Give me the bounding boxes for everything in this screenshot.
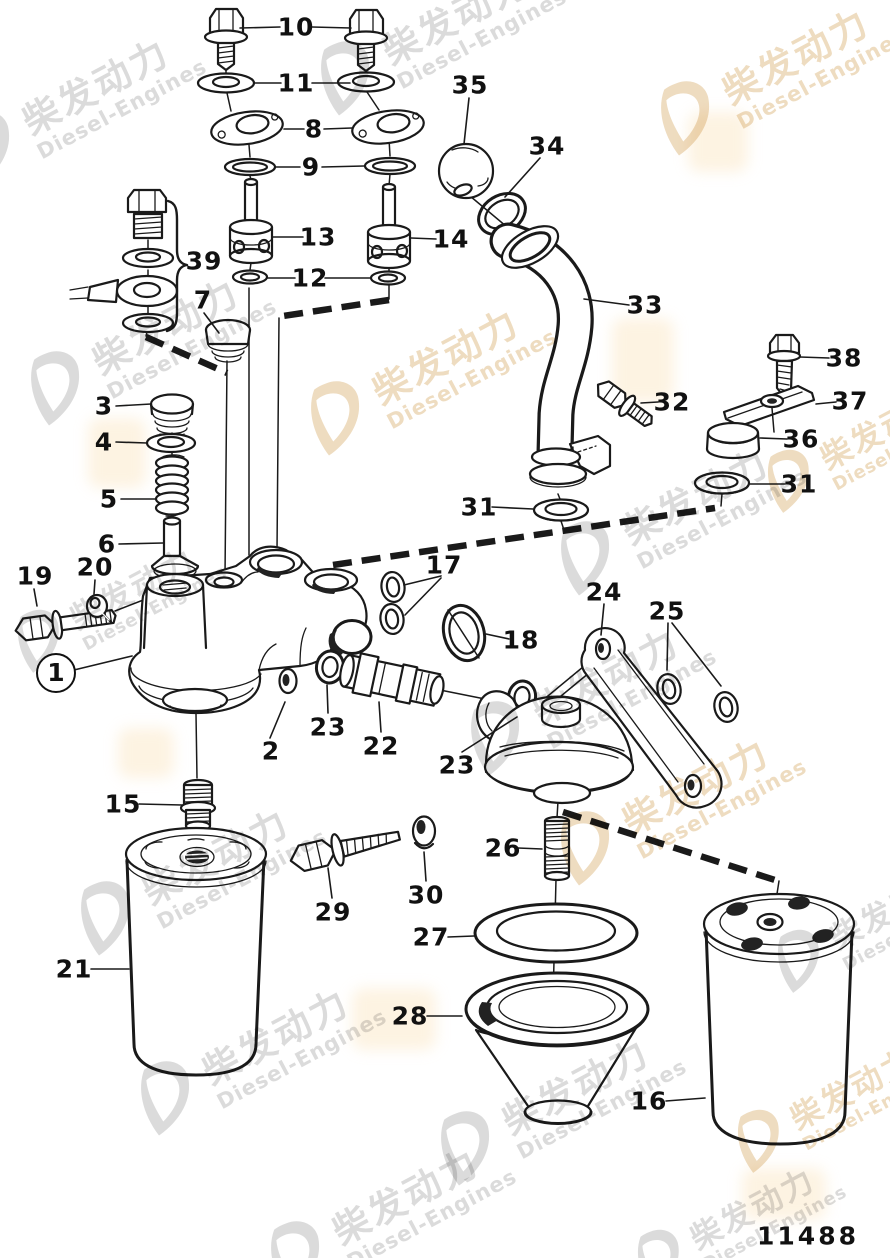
callout-34: 34 xyxy=(528,131,566,161)
callout-25: 25 xyxy=(648,596,686,626)
part-valve-14 xyxy=(366,182,412,270)
callout-16: 16 xyxy=(630,1086,668,1116)
part-bolt-10-right xyxy=(343,8,389,73)
callout-13: 13 xyxy=(299,222,337,252)
callout-2: 2 xyxy=(261,736,281,766)
callout-5: 5 xyxy=(99,484,119,514)
callout-18: 18 xyxy=(502,625,540,655)
scan-patch xyxy=(118,728,174,778)
callout-9: 9 xyxy=(301,152,321,182)
callout-17: 17 xyxy=(425,550,463,580)
callout-31-right: 31 xyxy=(780,469,818,499)
part-filter-21 xyxy=(124,826,268,1077)
callout-6: 6 xyxy=(97,529,117,559)
part-bowl-28 xyxy=(464,971,650,1125)
part-flange-8-left xyxy=(208,106,286,150)
part-washer-4 xyxy=(145,432,197,454)
callout-39: 39 xyxy=(185,246,223,276)
callout-1-circled: 1 xyxy=(36,653,76,693)
part-filter-16 xyxy=(702,892,856,1146)
part-nipple-22 xyxy=(339,652,445,707)
callout-19: 19 xyxy=(16,561,54,591)
callout-24: 24 xyxy=(585,577,623,607)
part-plug-7 xyxy=(204,318,252,363)
callout-37: 37 xyxy=(831,386,869,416)
callout-38: 38 xyxy=(825,343,863,373)
part-oring-9-right xyxy=(363,156,417,176)
part-ring-27 xyxy=(473,902,639,964)
callout-12: 12 xyxy=(291,263,329,293)
callout-10: 10 xyxy=(277,12,315,42)
scan-patch xyxy=(612,318,674,402)
scan-patch xyxy=(742,1168,826,1220)
callout-7: 7 xyxy=(193,285,213,315)
callout-4: 4 xyxy=(94,427,114,457)
callout-26: 26 xyxy=(484,833,522,863)
callout-11: 11 xyxy=(277,68,315,98)
part-bracket-24 xyxy=(580,626,723,809)
part-cap-35 xyxy=(437,142,495,200)
part-stud-26 xyxy=(543,815,571,882)
callout-23-b: 23 xyxy=(438,750,476,780)
part-valve-13 xyxy=(228,177,274,265)
part-plug-3 xyxy=(149,393,195,440)
callout-36: 36 xyxy=(782,424,820,454)
callout-31-left: 31 xyxy=(460,492,498,522)
drawing-number: 11488 xyxy=(757,1221,859,1251)
callout-21: 21 xyxy=(55,954,93,984)
callout-28: 28 xyxy=(391,1001,429,1031)
part-banjo-assembly-39 xyxy=(69,188,189,334)
callout-22: 22 xyxy=(362,731,400,761)
callout-20: 20 xyxy=(76,552,114,582)
part-nipple-15 xyxy=(179,778,217,832)
part-spring-5 xyxy=(154,454,190,517)
part-oring-17-a xyxy=(378,569,408,605)
part-oring-17-b xyxy=(377,601,407,637)
part-washer-31-left xyxy=(532,498,590,523)
part-oring-9-left xyxy=(223,157,277,177)
callout-27: 27 xyxy=(412,922,450,952)
part-oring-25-b xyxy=(710,688,742,726)
part-bolt-10-left xyxy=(203,7,249,72)
part-cap-36 xyxy=(705,421,761,460)
callout-15: 15 xyxy=(104,789,142,819)
part-clip-20 xyxy=(85,593,113,624)
callout-30: 30 xyxy=(407,880,445,910)
part-washer-12-left xyxy=(231,269,269,285)
part-washer-12-right xyxy=(369,270,407,286)
part-washer-11-left xyxy=(196,72,256,94)
callout-32: 32 xyxy=(653,387,691,417)
part-bolt-29 xyxy=(289,830,401,872)
part-washer-31-right xyxy=(693,471,751,496)
part-filter-head-1 xyxy=(128,545,373,715)
part-pipe-33 xyxy=(489,222,612,488)
callout-33: 33 xyxy=(626,290,664,320)
callout-35: 35 xyxy=(451,70,489,100)
part-washer-11-right xyxy=(336,71,396,93)
scan-patch xyxy=(352,988,436,1050)
part-flange-8-right xyxy=(349,105,427,149)
callout-29: 29 xyxy=(314,897,352,927)
part-plate-37 xyxy=(722,384,816,433)
part-bolt-32 xyxy=(596,380,653,428)
part-head-cover-2 xyxy=(475,690,635,805)
callout-23-a: 23 xyxy=(309,712,347,742)
part-clip-30 xyxy=(411,815,437,850)
scan-patch xyxy=(88,418,146,488)
callout-3: 3 xyxy=(94,391,114,421)
callout-8: 8 xyxy=(304,114,324,144)
part-oring-18 xyxy=(441,603,487,663)
callout-14: 14 xyxy=(432,224,470,254)
